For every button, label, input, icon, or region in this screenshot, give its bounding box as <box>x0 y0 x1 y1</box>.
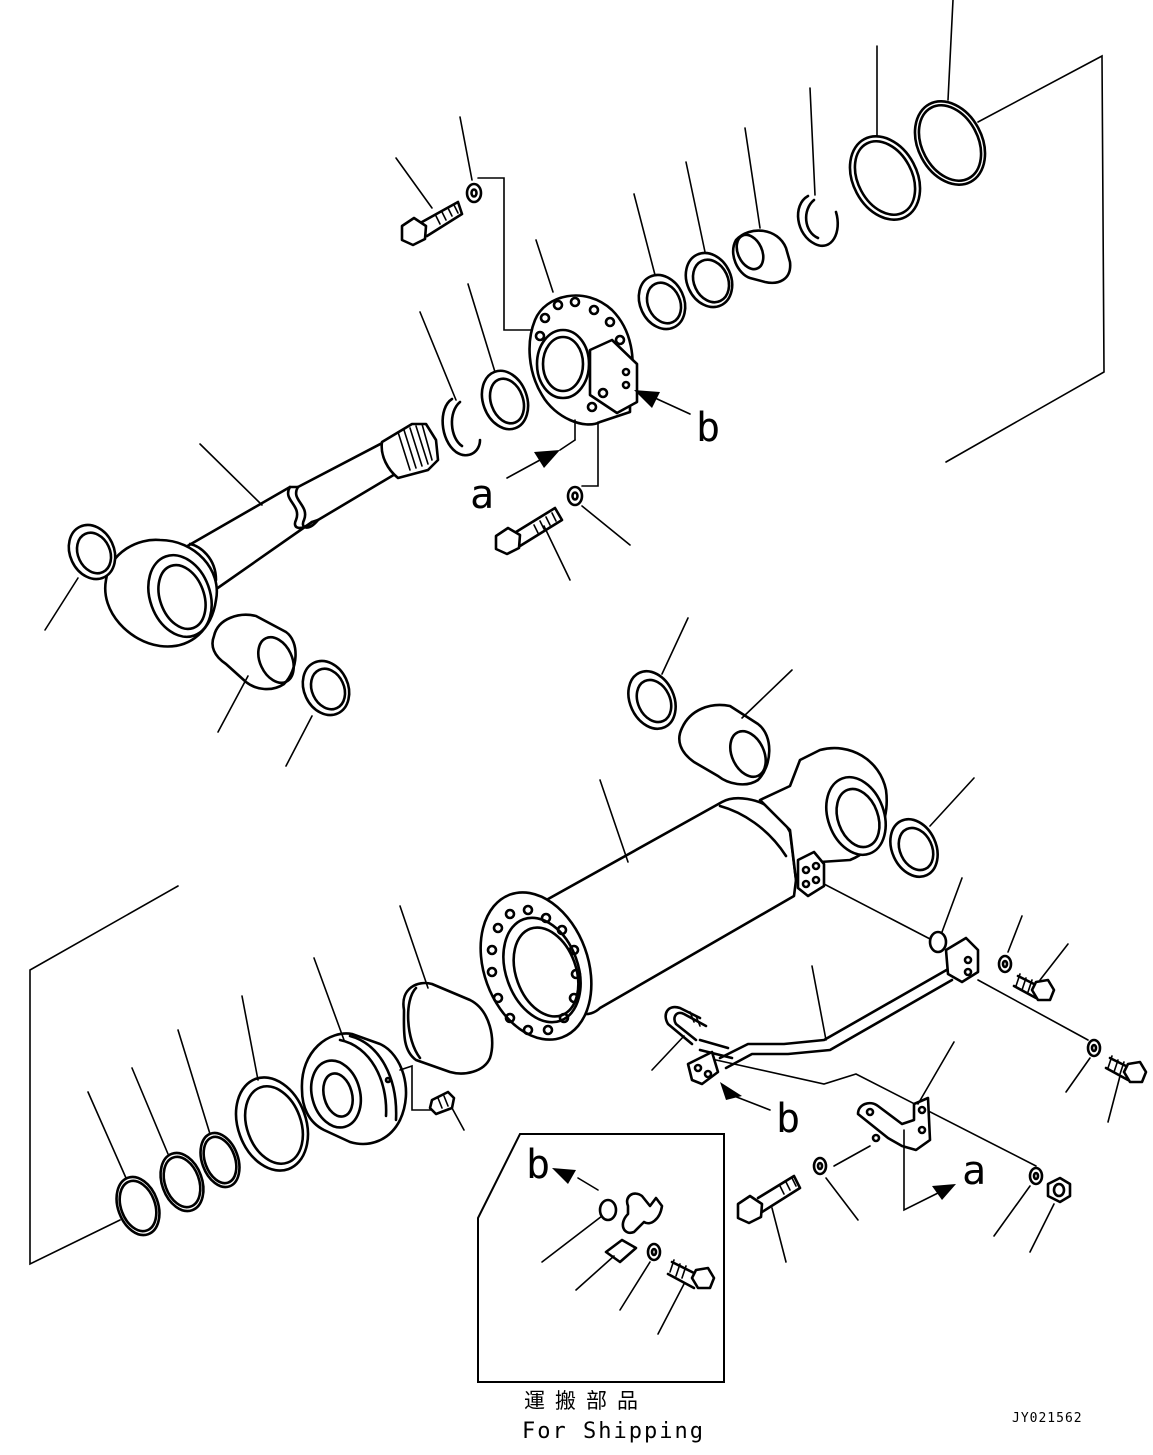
bottom-seal-right <box>889 777 975 879</box>
view-label-b-inset: b <box>526 1142 550 1188</box>
assembly-guide-lower <box>29 885 179 1266</box>
view-label-b-upper: b <box>696 405 720 451</box>
hydraulic-pipe <box>686 936 980 1086</box>
washer-head-lower <box>566 485 631 546</box>
leader-washer-to-head <box>477 177 536 331</box>
piston-ring-3 <box>87 1091 161 1237</box>
bushing-ring-1 <box>633 193 687 331</box>
piston-rod <box>182 422 440 594</box>
flange-bolt-washer <box>997 915 1023 974</box>
inset-caption-japanese: 運搬部品 <box>524 1389 648 1413</box>
leader-flange-to-oring <box>823 883 933 941</box>
bracket-bolt-long <box>736 1174 802 1263</box>
rod-eye-seal-right <box>285 659 351 767</box>
view-arrow-b-inset: b <box>526 1142 599 1191</box>
bracket-bolt <box>1104 1055 1148 1123</box>
piston-seal <box>234 995 310 1172</box>
view-label-a-upper: a <box>470 472 494 518</box>
rod-seal <box>467 283 530 431</box>
piston-wear-ring <box>399 905 494 1075</box>
bracket-nut <box>1029 1176 1072 1253</box>
leader-head-to-washer <box>581 421 599 487</box>
view-arrow-b-lower: b <box>720 1082 800 1142</box>
piston <box>300 957 408 1146</box>
rod-eye-bushing <box>211 613 297 733</box>
rod-assembly: a b <box>44 0 1105 767</box>
rod-eye <box>103 538 219 648</box>
u-bolt <box>651 1005 708 1071</box>
piping-assembly: b <box>651 877 1148 1263</box>
head-bolt-lower <box>494 506 571 581</box>
cylinder-bottom-bushing <box>678 669 793 786</box>
washer-upper <box>459 116 483 204</box>
cylinder-head <box>528 239 639 426</box>
shipping-plug <box>541 1198 618 1263</box>
view-arrow-a-lower: a <box>903 1129 986 1212</box>
shipping-washer <box>619 1242 662 1311</box>
shipping-bolt <box>657 1259 716 1335</box>
head-bolt-upper <box>395 157 464 247</box>
shipping-parts-inset: b 運搬部品 For Shipping <box>477 1133 725 1444</box>
o-ring-head <box>848 45 922 221</box>
view-label-a-lower: a <box>962 1148 986 1194</box>
view-arrow-a-upper: a <box>470 419 576 518</box>
backup-ring-head <box>913 0 987 186</box>
pipe-o-ring <box>928 877 963 954</box>
bracket-washer <box>812 1145 871 1221</box>
view-arrow-b-upper: b <box>634 390 720 451</box>
assembly-guide-upper <box>945 54 1105 463</box>
piston-ring-1 <box>177 1029 241 1189</box>
snap-ring-rod <box>419 311 482 457</box>
flange-bolt <box>1012 943 1069 1002</box>
rod-bushing <box>731 127 792 285</box>
buffer-ring <box>684 161 734 309</box>
leader-pipe-to-bracket <box>715 1059 1037 1167</box>
piston-set-screw <box>399 1064 465 1131</box>
piston-ring-2 <box>131 1067 205 1213</box>
view-label-b-lower: b <box>776 1096 800 1142</box>
cylinder-assembly <box>29 617 975 1266</box>
rod-eye-seal-left <box>44 523 117 631</box>
drawing-code: JY021562 <box>1012 1411 1083 1426</box>
leader-flange-to-bolt <box>977 979 1089 1041</box>
bracket-nut-washer <box>993 1166 1044 1237</box>
snap-ring-head <box>796 87 839 248</box>
bottom-seal-upper <box>627 617 689 731</box>
inset-caption-english: For Shipping <box>522 1419 705 1444</box>
pipe-bracket <box>856 1041 955 1152</box>
shipping-flange-cover <box>575 1192 664 1291</box>
cylinder-tube <box>479 746 888 1041</box>
bracket-bolt-washer <box>1065 1038 1102 1093</box>
